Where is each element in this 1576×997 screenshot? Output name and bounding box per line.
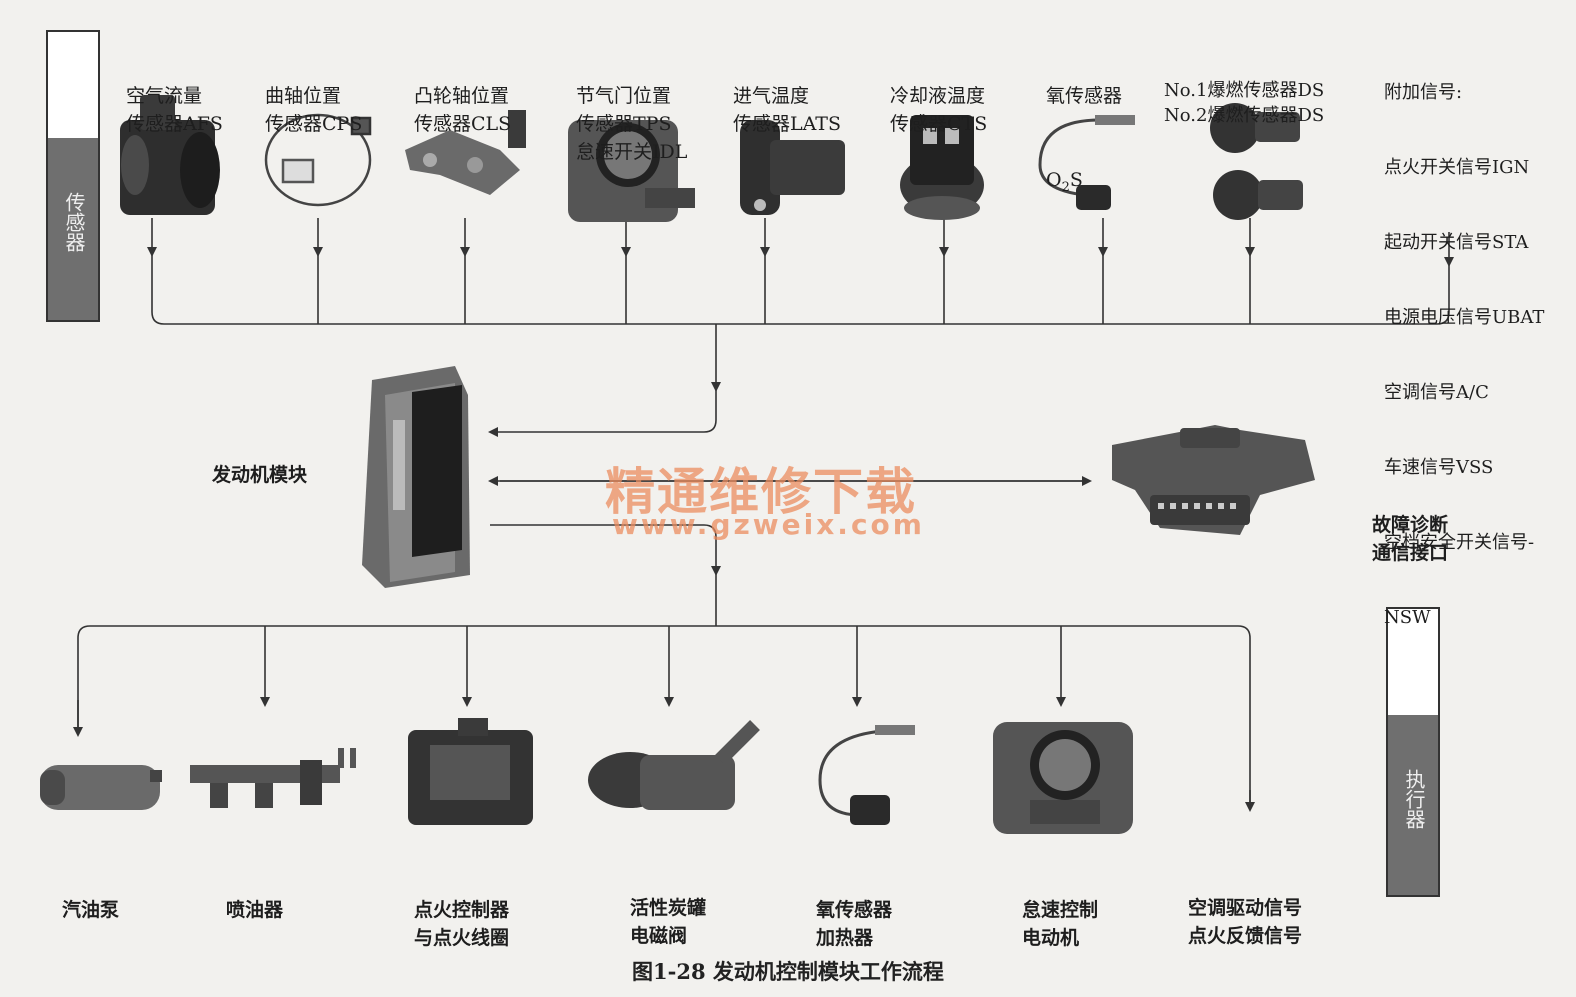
cps-sensor-image [264, 113, 372, 207]
lats-sensor-image [740, 120, 845, 215]
sensor-bus [151, 255, 1450, 325]
watermark-text: 精通维修下载 [605, 463, 917, 521]
figure-caption: 图1-28 发动机控制模块工作流程 [632, 959, 944, 984]
fuel-pump-image [40, 765, 162, 810]
actuator-label-idle-motor: 怠速控制电动机 [1022, 899, 1099, 949]
extra-signals: 附加信号: 点火开关信号IGN 起动开关信号STA 电源电压信号UBAT 空调信… [1384, 82, 1545, 628]
o2s-sensor-image [1038, 115, 1135, 210]
injector-rail-image [190, 748, 356, 808]
ecu-output [490, 524, 721, 576]
sensor-label-afs: 空气流量传感器AFS [126, 85, 223, 135]
sensor-label-o2s: 氧传感器 O2S [1046, 85, 1123, 195]
actuator-label-ignition: 点火控制器与点火线圈 [414, 899, 510, 949]
sensor-label-cts: 冷却液温度传感器CTS [890, 85, 988, 135]
ecu-label: 发动机模块 [212, 464, 308, 486]
actuator-label-injector: 喷油器 [226, 899, 284, 921]
diag-connector-image [1112, 425, 1315, 535]
cts-sensor-image [900, 115, 984, 220]
cls-sensor-image [405, 110, 526, 195]
legend-actuators: 执行器 [1386, 607, 1440, 897]
actuator-label-canister: 活性炭罐电磁阀 [630, 897, 707, 947]
tps-sensor-image [568, 120, 695, 222]
watermark-url: www.gzweix.com [612, 508, 925, 541]
sensor-label-cls: 凸轮轴位置传感器CLS [414, 85, 512, 135]
ignition-coil-image [408, 718, 533, 825]
legend-actuators-label: 执行器 [1402, 769, 1426, 829]
actuator-label-o2-heater: 氧传感器加热器 [816, 899, 893, 949]
canister-valve-image [588, 720, 760, 810]
o2-heater-image [818, 725, 915, 825]
extra-signals-title: 附加信号: [1384, 82, 1463, 103]
ecu-image [362, 366, 470, 588]
actuator-bus [77, 625, 1251, 805]
idle-motor-image [993, 722, 1133, 834]
actuator-label-ac-ignition: 空调驱动信号点火反馈信号 [1188, 897, 1303, 947]
actuator-label-fuel-pump: 汽油泵 [62, 899, 120, 921]
legend-sensors-label: 传感器 [62, 192, 86, 252]
diag-label: 故障诊断通信接口 [1372, 514, 1449, 564]
afs-sensor-image [120, 95, 220, 215]
legend-sensors: 传感器 [46, 30, 100, 322]
sensor-label-cps: 曲轴位置传感器CPS [265, 85, 363, 135]
knock-sensors-image [1210, 103, 1303, 220]
arrow-to-ecu [488, 390, 717, 437]
sensor-label-lats: 进气温度传感器LATS [733, 85, 841, 135]
